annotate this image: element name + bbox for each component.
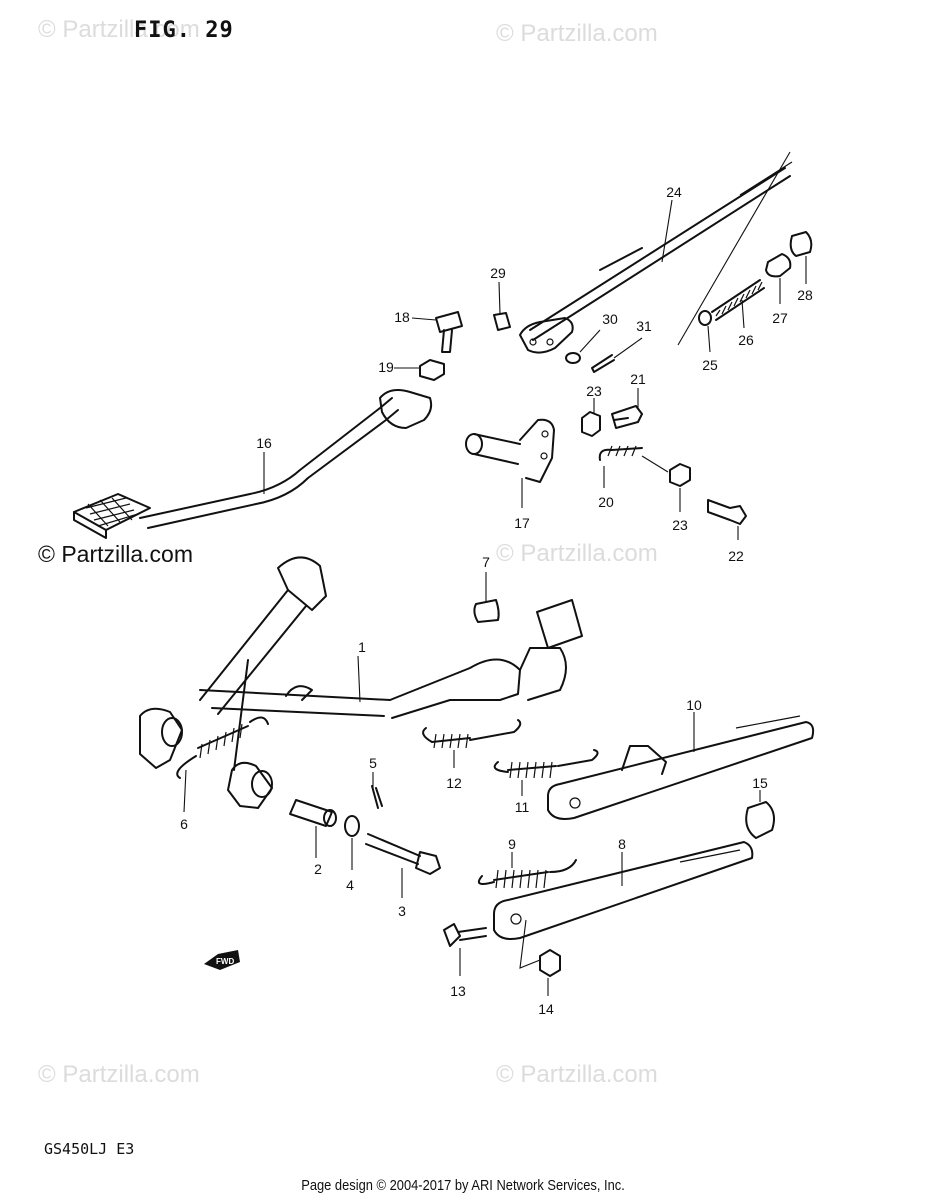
brake-shaft-17	[465, 418, 555, 483]
leader-20	[641, 455, 669, 473]
cotter-pin-31	[591, 354, 615, 373]
watermark-top-right: © Partzilla.com	[496, 20, 658, 47]
callout-25: 25	[702, 357, 718, 373]
bolt-22	[707, 499, 747, 525]
callout-14: 14	[538, 1001, 554, 1017]
figure-title: FIG. 29	[134, 18, 234, 43]
center-stand-1	[139, 556, 583, 809]
leader-rod-guide	[677, 151, 791, 346]
callout-24: 24	[666, 184, 682, 200]
callout-6: 6	[180, 816, 188, 832]
callout-7: 7	[482, 554, 490, 570]
model-code: GS450LJ E3	[44, 1140, 135, 1158]
callout-1: 1	[358, 639, 366, 655]
callout-3: 3	[398, 903, 406, 919]
cap-7	[473, 599, 500, 623]
callout-27: 27	[772, 310, 788, 326]
leader-13-14	[519, 919, 541, 969]
spring-6	[176, 716, 269, 779]
spring-11	[493, 749, 599, 779]
callout-5: 5	[369, 755, 377, 771]
nut-23-top	[581, 411, 601, 437]
callout-15: 15	[752, 775, 768, 791]
callout-2: 2	[314, 861, 322, 877]
callout-22: 22	[728, 548, 744, 564]
callout-19: 19	[378, 359, 394, 375]
bolt-3	[365, 833, 441, 875]
collar-2	[289, 799, 337, 827]
spring-20	[598, 445, 643, 461]
callout-31: 31	[636, 318, 652, 334]
side-stand-8	[493, 841, 754, 940]
washer-4	[344, 815, 360, 837]
callout-21: 21	[630, 371, 646, 387]
rubber-15	[745, 801, 775, 839]
nut-19	[419, 359, 445, 381]
fwd-label: FWD	[216, 957, 234, 966]
adjuster-assembly	[698, 231, 813, 326]
brake-rod	[519, 161, 793, 354]
watermark-mid-right: © Partzilla.com	[496, 540, 658, 567]
spring-9	[478, 859, 577, 889]
callout-16: 16	[256, 435, 272, 451]
side-stand-bracket-10	[547, 715, 815, 820]
fwd-arrow-icon: FWD	[204, 950, 240, 970]
callout-20: 20	[598, 494, 614, 510]
nut-23-bottom	[669, 463, 691, 487]
bolt-13	[443, 923, 487, 947]
callout-10: 10	[686, 697, 702, 713]
callout-4: 4	[346, 877, 354, 893]
callout-29: 29	[490, 265, 506, 281]
bolt-21	[611, 405, 643, 429]
callout-12: 12	[446, 775, 462, 791]
watermark-mid-left: © Partzilla.com	[38, 541, 193, 567]
callout-9: 9	[508, 836, 516, 852]
callout-30: 30	[602, 311, 618, 327]
callout-11: 11	[515, 799, 530, 815]
callout-17: 17	[514, 515, 530, 531]
bolt-18	[435, 311, 463, 353]
callout-13: 13	[450, 983, 466, 999]
nut-14	[539, 949, 561, 977]
pivot-pin	[493, 312, 511, 331]
washer-30	[565, 352, 581, 364]
watermark-bottom-right: © Partzilla.com	[496, 1061, 658, 1088]
callout-18: 18	[394, 309, 410, 325]
footer-copyright: Page design © 2004-2017 by ARI Network S…	[301, 1177, 625, 1194]
callout-23-bottom: 23	[672, 517, 688, 533]
callout-23-top: 23	[586, 383, 602, 399]
watermark-top-left: © Partzilla.com	[38, 16, 200, 43]
callout-8: 8	[618, 836, 626, 852]
callout-28: 28	[797, 287, 813, 303]
callout-labels: 1 2 3 4 5 6 7 8 9 10 11 12 13	[180, 184, 813, 1017]
leader-24	[661, 199, 673, 263]
brake-pedal-16	[73, 389, 433, 539]
spring-12	[422, 719, 522, 749]
callout-26: 26	[738, 332, 754, 348]
watermark-bottom-left: © Partzilla.com	[38, 1061, 200, 1088]
